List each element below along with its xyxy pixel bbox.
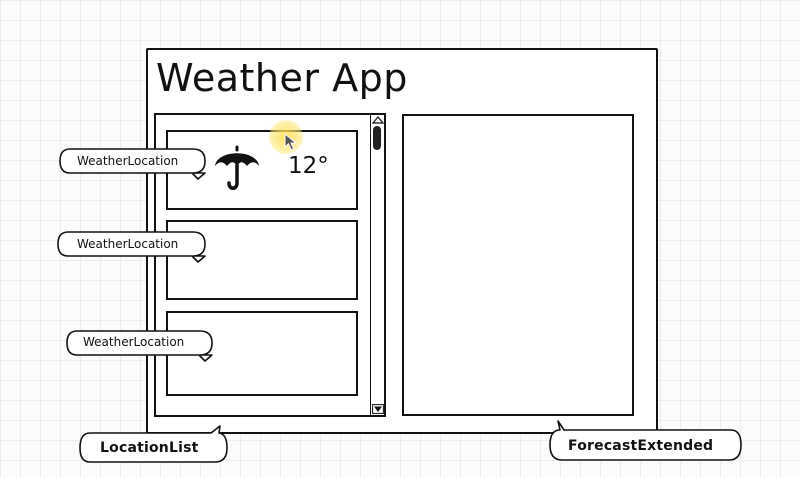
callout-weather-location-3: WeatherLocation — [65, 329, 215, 363]
callout-label: ForecastExtended — [568, 438, 714, 454]
callout-label: WeatherLocation — [77, 154, 179, 168]
forecast-extended-panel — [402, 114, 634, 416]
callout-weather-location-1: WeatherLocation — [58, 147, 208, 181]
callout-label: LocationList — [100, 440, 199, 456]
app-title: Weather App — [156, 56, 408, 100]
callout-location-list: LocationList — [78, 425, 230, 467]
scroll-down-arrow-icon[interactable] — [372, 404, 384, 414]
scroll-up-arrow-icon[interactable] — [372, 116, 384, 124]
scroll-thumb[interactable] — [373, 126, 381, 150]
callout-label: WeatherLocation — [83, 335, 185, 349]
location-list-scrollbar[interactable] — [370, 115, 385, 415]
callout-label: WeatherLocation — [77, 237, 179, 251]
temperature-value: 12° — [288, 153, 329, 179]
umbrella-icon — [215, 145, 259, 190]
callout-weather-location-2: WeatherLocation — [56, 230, 208, 264]
cursor-arrow-icon — [284, 133, 298, 151]
callout-forecast-extended: ForecastExtended — [548, 420, 744, 464]
